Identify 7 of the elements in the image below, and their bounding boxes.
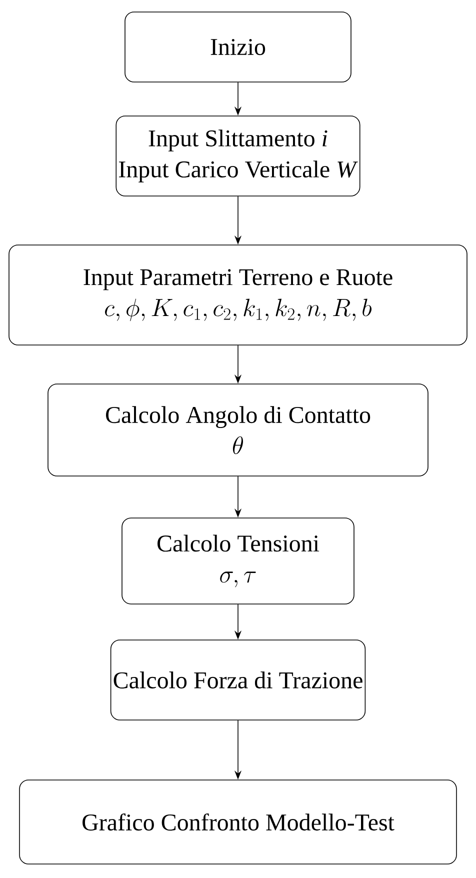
process-box: Input Slittamento i Input Carico Verticale W xyxy=(116,116,360,196)
process-box: Input Parametri Terreno e Ruote $c, \phi, K, c_1, c_2, k_1, k_2, n, R, b$ xyxy=(8,244,468,346)
process-box: Calcolo Tensioni $\sigma, \tau$ xyxy=(122,518,354,604)
process-box: Grafico Confronto Modello-Test xyxy=(19,780,457,864)
process-box: Calcolo Angolo di Contatto $\theta$ xyxy=(48,384,428,476)
process-box: Inizio xyxy=(124,12,352,82)
process-box: Calcolo Forza di Trazione xyxy=(110,640,366,720)
